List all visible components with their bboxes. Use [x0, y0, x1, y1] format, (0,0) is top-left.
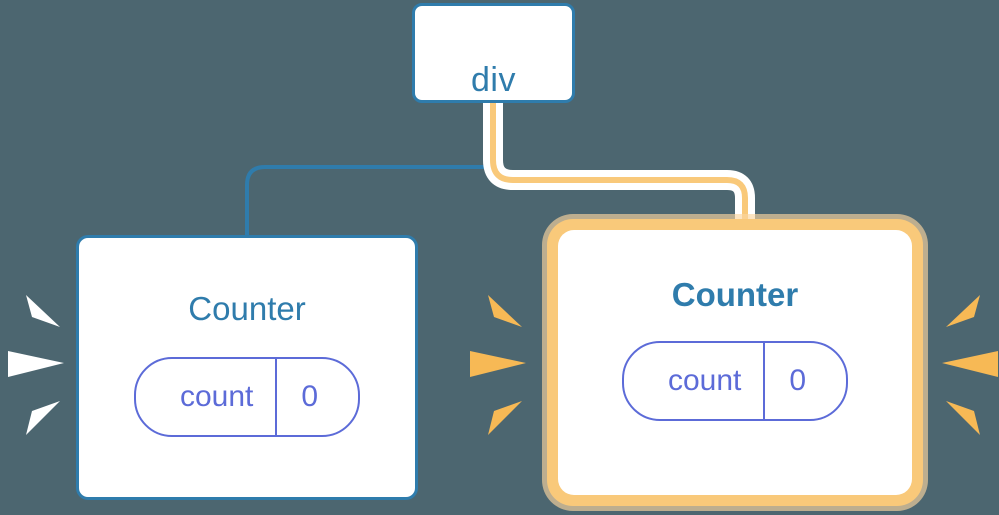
- edge-div-to-counter-right: [490, 100, 748, 243]
- node-div-label: div: [471, 61, 516, 99]
- edge-div-to-counter-left: [245, 101, 495, 239]
- node-counter-right-highlight: Counter count 0: [547, 219, 923, 506]
- prop-value: 0: [275, 359, 358, 435]
- prop-key: count: [667, 364, 742, 397]
- node-div[interactable]: div: [412, 3, 575, 103]
- node-counter-right-label: Counter: [671, 276, 799, 313]
- node-counter-left-label: Counter: [188, 290, 306, 327]
- prop-value: 0: [763, 343, 846, 419]
- prop-pill-count-right: count 0: [621, 341, 849, 421]
- node-counter-right[interactable]: Counter count 0: [558, 230, 912, 495]
- prop-key: count: [179, 380, 254, 413]
- prop-pill-count-left: count 0: [133, 357, 361, 437]
- node-counter-left[interactable]: Counter count 0: [76, 235, 418, 500]
